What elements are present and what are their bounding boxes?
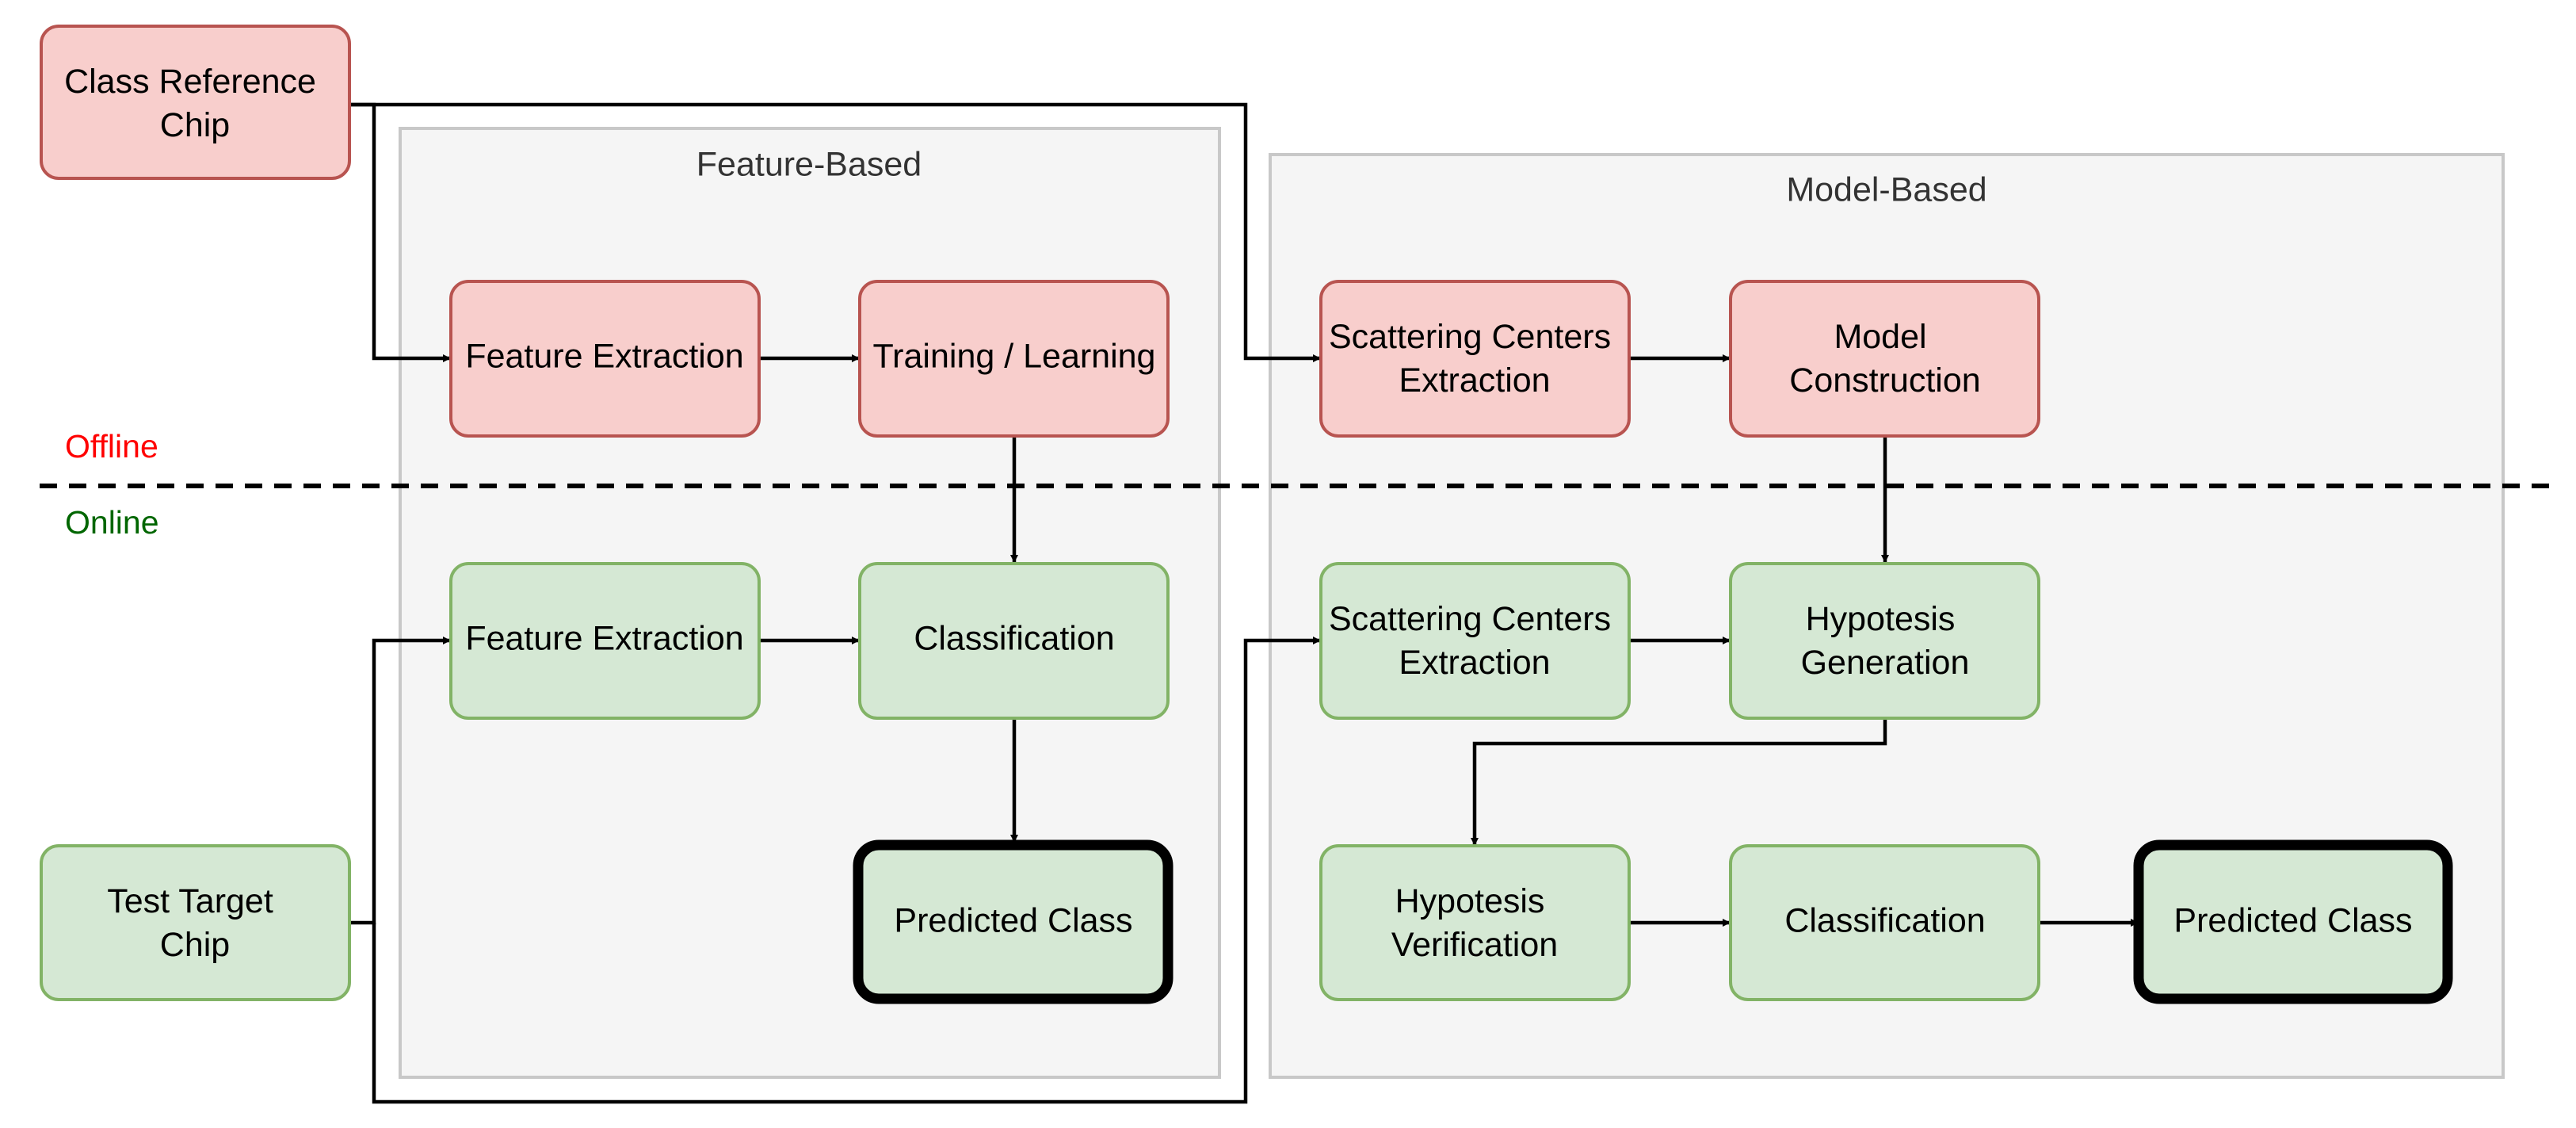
test-target-chip-node: Test Target Chip (40, 844, 351, 1001)
group-feature-based-title: Feature-Based (696, 145, 922, 183)
model-construction-line-1: Model (1834, 318, 1926, 356)
svg-text:Scattering Centers Extra: Scattering Centers Extraction (1329, 600, 1620, 682)
connector-hypotesis-generation-to-verification (1471, 718, 1887, 846)
online-label: Online (65, 504, 159, 541)
scattering-centers-offline-line-2: Extraction (1399, 361, 1550, 400)
model-construction-line-2: Construction (1789, 361, 1980, 400)
predicted-class-model-label: Predicted Class (2173, 901, 2412, 939)
class-reference-chip-line-2: Chip (160, 106, 230, 144)
connector-test-target-to-scattering-centers (372, 637, 1321, 1104)
classification-model-node: Classification (1729, 844, 2040, 1001)
training-learning-node: Training / Learning (858, 280, 1170, 438)
svg-text:Model Construction: Model Construction (1789, 318, 1980, 400)
connector-class-ref-to-scattering-centers (349, 102, 1321, 362)
class-reference-chip-line-1: Class Reference (64, 63, 316, 101)
scattering-centers-offline-node: Scattering Centers Extraction (1319, 280, 1631, 438)
hypotesis-generation-node: Hypotesis Generation (1729, 562, 2040, 720)
svg-text:Class Reference Chip: Class Reference Chip (64, 63, 326, 144)
class-reference-chip-node: Class Reference Chip (40, 25, 351, 180)
scattering-centers-online-line-1: Scattering Centers (1329, 600, 1611, 638)
training-learning-label: Training / Learning (873, 337, 1156, 375)
hypotesis-verification-line-1: Hypotesis (1395, 882, 1545, 920)
feature-extraction-offline-label: Feature Extraction (465, 337, 743, 375)
group-model-based-title: Model-Based (1786, 170, 1986, 208)
svg-text:Scattering Centers Extra: Scattering Centers Extraction (1329, 318, 1620, 400)
svg-text:Hypotesis Generation: Hypotesis Generation (1801, 600, 1970, 682)
scattering-centers-online-node: Scattering Centers Extraction (1319, 562, 1631, 720)
offline-label: Offline (65, 428, 158, 465)
connector-test-target-to-feature-extraction (349, 637, 451, 925)
classification-model-label: Classification (1784, 901, 1985, 939)
feature-extraction-online-label: Feature Extraction (465, 619, 743, 657)
test-target-chip-line-1: Test Target (107, 882, 273, 920)
feature-extraction-online-node: Feature Extraction (449, 562, 761, 720)
predicted-class-feature-node: Predicted Class (853, 839, 1174, 1004)
test-target-chip-line-2: Chip (160, 926, 230, 964)
predicted-class-model-node: Predicted Class (2133, 839, 2453, 1004)
connectors (349, 102, 2139, 1104)
classification-feature-label: Classification (914, 619, 1114, 657)
model-construction-node: Model Construction (1729, 280, 2040, 438)
classification-feature-node: Classification (858, 562, 1170, 720)
scattering-centers-online-line-2: Extraction (1399, 644, 1550, 682)
hypotesis-verification-line-2: Verification (1391, 926, 1558, 964)
hypotesis-generation-line-2: Generation (1801, 644, 1970, 682)
hypotesis-generation-line-1: Hypotesis (1806, 600, 1956, 638)
predicted-class-feature-label: Predicted Class (894, 901, 1132, 939)
hypotesis-verification-node: Hypotesis Verification (1319, 844, 1631, 1001)
svg-text:Test Target Chip: Test Target Chip (107, 882, 283, 964)
feature-extraction-offline-node: Feature Extraction (449, 280, 761, 438)
svg-text:Hypotesis Verification: Hypotesis Verification (1391, 882, 1558, 964)
scattering-centers-offline-line-1: Scattering Centers (1329, 318, 1611, 356)
